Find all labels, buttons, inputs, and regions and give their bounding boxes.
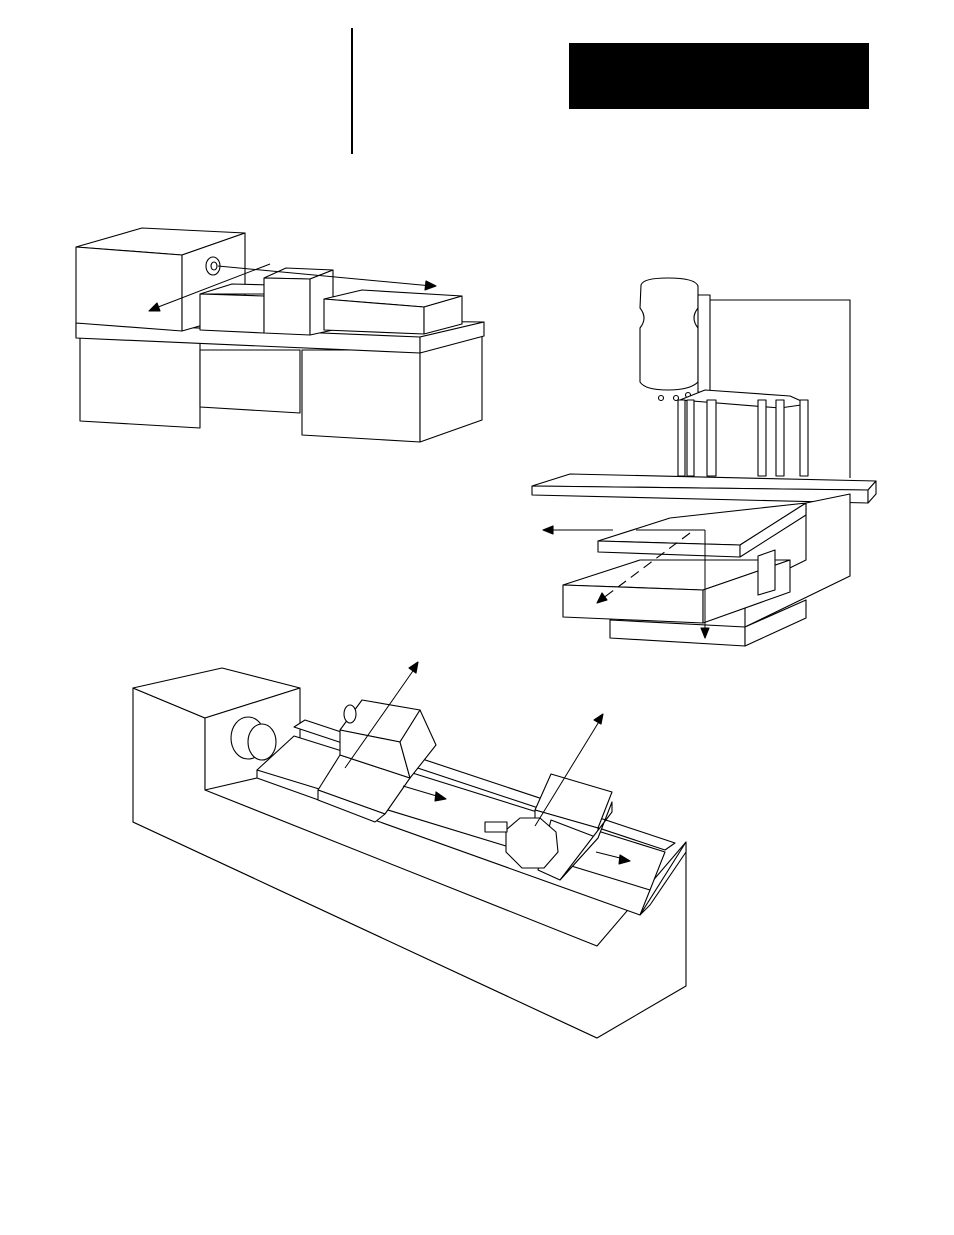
- mill-post-4: [758, 400, 766, 476]
- lathe-small-carriage-front: [200, 294, 264, 333]
- lathe-small-toolpost-front: [264, 278, 310, 335]
- lathe-large-x2-axis-arrowhead: [594, 714, 603, 724]
- mill-spindle-nut-1: [659, 396, 664, 401]
- lathe-small-left-leg-side: [200, 350, 300, 413]
- mill-head-support: [680, 390, 808, 408]
- mill-saddle-front: [563, 585, 703, 623]
- mill-x-axis-arrowhead: [543, 526, 553, 534]
- mill-column-inner: [758, 550, 775, 595]
- mill-post-3: [707, 400, 716, 476]
- lathe-small-headstock-front: [76, 247, 182, 331]
- mill-motor-bracket: [698, 295, 710, 392]
- lathe-large-figure: [133, 662, 686, 1038]
- lathe-small-z-axis-arrowhead: [425, 281, 436, 290]
- lathe-small-right-leg: [302, 350, 420, 442]
- vertical-mill-figure: [532, 278, 876, 646]
- lathe-small-left-leg: [80, 337, 200, 428]
- mill-post-5: [776, 400, 784, 476]
- mill-post-6: [800, 400, 808, 476]
- lathe-large-tool-handle: [344, 705, 356, 723]
- lathe-large-x1-axis-arrowhead: [409, 662, 418, 673]
- mill-knee-front: [610, 620, 745, 646]
- lathe-small-figure: [76, 228, 484, 442]
- lathe-small-spindle-center: [211, 262, 217, 270]
- lathe-large-chuck-face: [248, 724, 276, 760]
- mill-post-1: [678, 400, 685, 476]
- lathe-large-turret-stub: [485, 822, 507, 832]
- mill-post-2: [687, 400, 694, 476]
- mill-motor-housing: [640, 278, 698, 390]
